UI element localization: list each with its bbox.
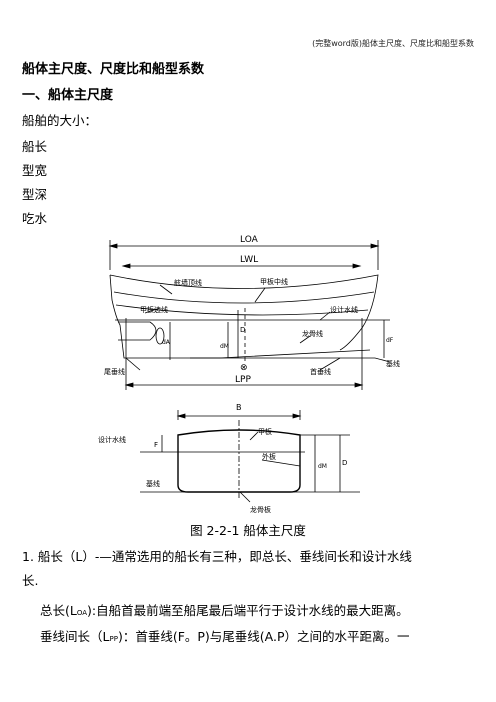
deck-label: 甲板 bbox=[258, 427, 272, 436]
hull-dimensions-figure: LOA LWL 舷墙顶线 甲板中线 甲板边线 设计水线 龙骨线 尾垂线 首垂线 … bbox=[98, 235, 400, 514]
section-heading: 一、船体主尺度 bbox=[22, 88, 114, 103]
dm-section-label: dM bbox=[318, 463, 327, 470]
b-label: B bbox=[236, 403, 242, 412]
loa-label: LOA bbox=[240, 235, 259, 245]
shell-label: 外板 bbox=[262, 452, 276, 461]
d-label: D bbox=[240, 326, 245, 334]
intro-text: 船舶的大小： bbox=[22, 113, 98, 128]
aft-perp-label: 尾垂线 bbox=[104, 367, 125, 376]
fwd-perp-label: 首垂线 bbox=[310, 367, 331, 376]
document-title: 船体主尺度、尺度比和船型系数 bbox=[22, 62, 205, 77]
list-item: 船长 bbox=[22, 139, 48, 154]
df-label: dF bbox=[386, 337, 394, 344]
lwl-label: LWL bbox=[240, 255, 258, 265]
midship-icon: ⊗ bbox=[240, 363, 248, 373]
deck-center-label: 甲板中线 bbox=[260, 277, 288, 286]
f-label: F bbox=[154, 441, 158, 449]
list-item: 型深 bbox=[22, 187, 48, 202]
list-item: 型宽 bbox=[22, 163, 48, 178]
dm-label: dM bbox=[220, 343, 229, 350]
list-item: 吃水 bbox=[22, 211, 48, 226]
paragraph-1-cont: 长. bbox=[22, 573, 39, 588]
paragraph-3: 垂线间长（LPP)：首垂线(F。P)与尾垂线(A.P）之间的水平距离。一 bbox=[40, 629, 410, 644]
dwl-section-label: 设计水线 bbox=[98, 435, 126, 444]
figure-caption: 图 2-2-1 船体主尺度 bbox=[190, 523, 306, 538]
paragraph-1: 1. 船长（L）-—通常选用的船长有三种，即总长、垂线间长和设计水线 bbox=[22, 549, 412, 564]
sheer-line-label: 舷墙顶线 bbox=[174, 278, 202, 287]
paragraph-2: 总长(LOA):自船首最前端至船尾最后端平行于设计水线的最大距离。 bbox=[40, 603, 409, 618]
baseline-label: 基线 bbox=[386, 359, 400, 368]
lpp-label: LPP bbox=[235, 375, 251, 385]
d-section-label: D bbox=[342, 459, 347, 467]
page-header: (完整word版)船体主尺度、尺度比和船型系数 bbox=[312, 39, 474, 48]
da-label: dA bbox=[162, 339, 171, 346]
dwl-label: 设计水线 bbox=[330, 305, 358, 314]
keel-plate-label: 龙骨板 bbox=[250, 505, 271, 514]
keel-line-label: 龙骨线 bbox=[302, 329, 323, 338]
baseline-section-label: 基线 bbox=[146, 479, 160, 488]
deck-side-label: 甲板边线 bbox=[140, 305, 168, 314]
